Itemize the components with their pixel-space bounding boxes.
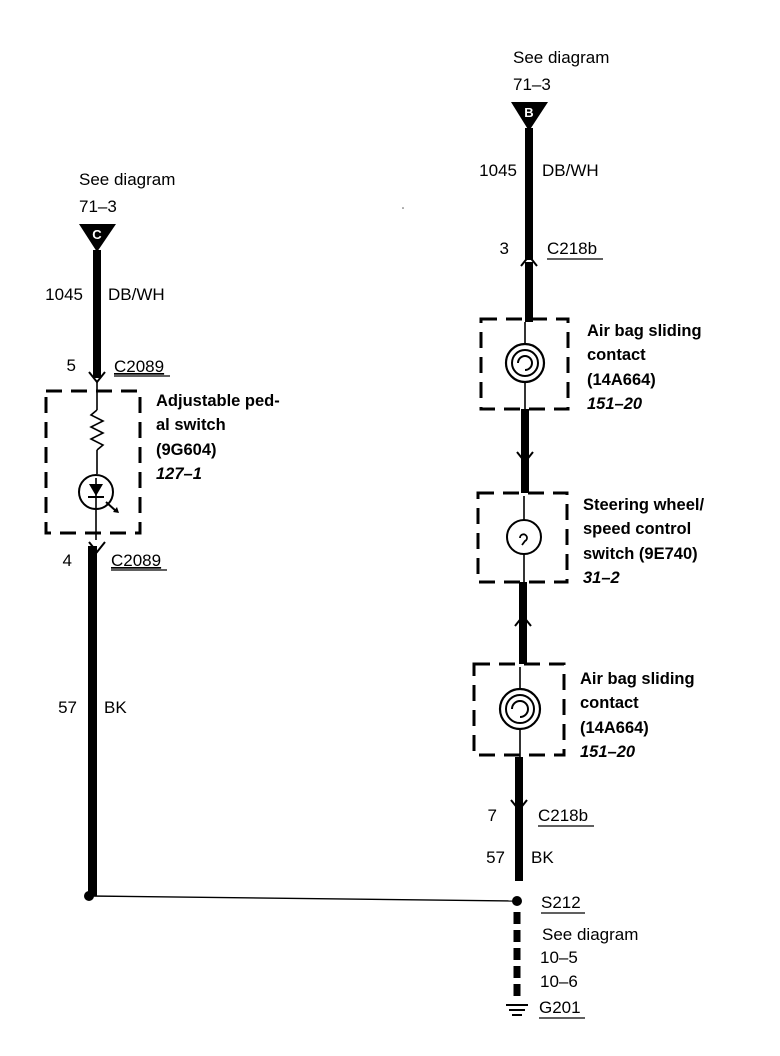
steering-switch-icon (506, 519, 542, 555)
air-bag-contact-2-ref: 151–20 (580, 743, 636, 761)
right-bottom-connector-name: C218b (538, 806, 588, 825)
right-see-diagram-label: See diagram (513, 48, 609, 67)
air-bag-contact-1-ref: 151–20 (587, 395, 643, 413)
left-connector-letter: C (92, 227, 102, 242)
resistor-symbol (89, 409, 105, 451)
ground-see-diagram-label: See diagram (542, 925, 638, 944)
steering-switch-ref: 31–2 (583, 569, 620, 587)
pedal-switch-label-3: (9G604) (156, 441, 217, 459)
left-top-wire-color: DB/WH (108, 285, 165, 304)
ground-ref-2: 10–6 (540, 972, 578, 991)
left-wire-top (93, 250, 101, 378)
ground-label: G201 (539, 998, 581, 1017)
air-bag-contact-2-label-2: contact (580, 694, 639, 712)
left-bottom-connector-pin: 4 (63, 551, 72, 570)
left-branch: See diagram 71–3 C 1045 DB/WH 5 C2089 Ad… (44, 170, 280, 901)
ground-ref-1: 10–5 (540, 948, 578, 967)
pedal-switch-box (44, 389, 142, 535)
right-connector-letter: B (524, 105, 533, 120)
ground-icon (506, 1004, 528, 1016)
right-bottom-circuit-number: 57 (486, 848, 505, 867)
left-connector-triangle (79, 224, 116, 252)
air-bag-contact-1-label-1: Air bag sliding (587, 322, 702, 340)
air-bag-contact-box-1 (479, 317, 570, 411)
left-bottom-circuit-number: 57 (58, 698, 77, 717)
left-see-diagram-ref: 71–3 (79, 197, 117, 216)
air-bag-contact-1-label-3: (14A664) (587, 371, 656, 389)
right-bottom-connector-pin: 7 (488, 806, 497, 825)
right-bottom-wire-color: BK (531, 848, 554, 867)
right-top-circuit-number: 1045 (479, 161, 517, 180)
right-top-wire-color: DB/WH (542, 161, 599, 180)
right-top-connector-name: C218b (547, 239, 597, 258)
left-top-connector-name: C2089 (114, 357, 164, 376)
right-wire-top (525, 128, 533, 260)
left-see-diagram-label: See diagram (79, 170, 175, 189)
right-top-connector-pin: 3 (500, 239, 509, 258)
ground-link-wire (88, 895, 518, 902)
splice-label: S212 (541, 893, 581, 912)
air-bag-contact-2-label-1: Air bag sliding (580, 670, 695, 688)
right-branch: See diagram 71–3 B 1045 DB/WH 3 C218b Ai… (472, 48, 704, 1019)
air-bag-contact-1-label-2: contact (587, 346, 646, 364)
left-wire-bottom (88, 546, 97, 896)
steering-switch-label-1: Steering wheel/ (583, 496, 704, 514)
left-bottom-connector-name: C2089 (111, 551, 161, 570)
right-splice-dot (512, 896, 522, 906)
right-see-diagram-ref: 71–3 (513, 75, 551, 94)
steering-switch-label-2: speed control (583, 520, 691, 538)
left-top-connector-pin: 5 (67, 356, 76, 375)
steering-switch-label-3: switch (9E740) (583, 545, 698, 563)
pedal-switch-ref: 127–1 (156, 465, 202, 483)
steering-switch-box (476, 491, 569, 584)
left-bottom-wire-color: BK (104, 698, 127, 717)
right-connector-triangle (511, 102, 548, 131)
left-top-circuit-number: 1045 (45, 285, 83, 304)
air-bag-contact-box-2 (472, 662, 566, 757)
air-bag-contact-2-label-3: (14A664) (580, 719, 649, 737)
right-wire-bottom (515, 757, 523, 881)
pedal-switch-label-2: al switch (156, 416, 226, 434)
pedal-switch-label-1: Adjustable ped- (156, 392, 280, 410)
